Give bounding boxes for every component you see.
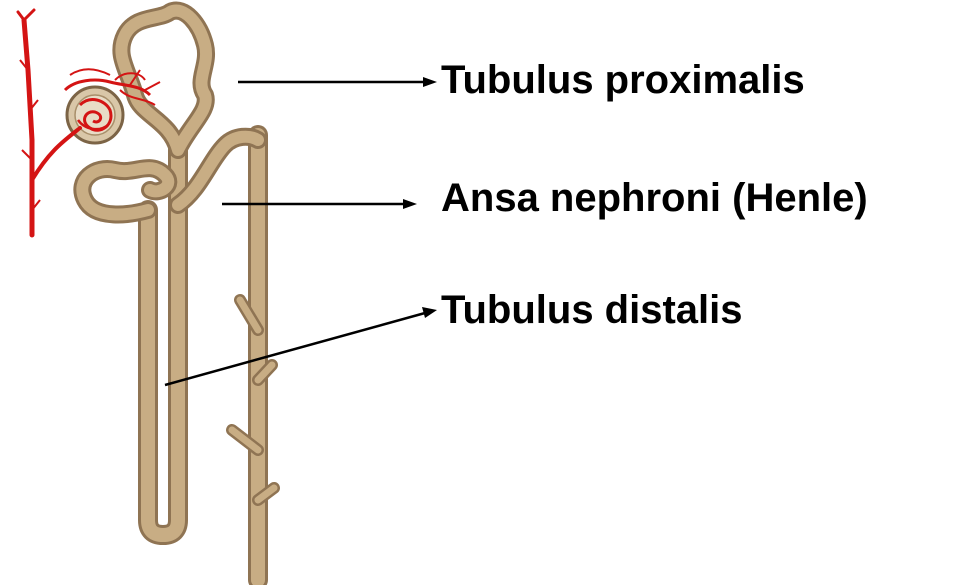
label-ansa-nephroni: Ansa nephroni (Henle) (441, 178, 868, 218)
glomerulus (67, 87, 123, 143)
arrowhead-proximalis (423, 77, 437, 87)
arrowhead-henle (403, 199, 417, 209)
label-tubulus-distalis: Tubulus distalis (441, 290, 743, 330)
pointer-arrows (165, 77, 437, 385)
arrow-distalis (165, 313, 425, 385)
arrowhead-distalis (422, 307, 437, 318)
label-tubulus-proximalis: Tubulus proximalis (441, 60, 805, 100)
